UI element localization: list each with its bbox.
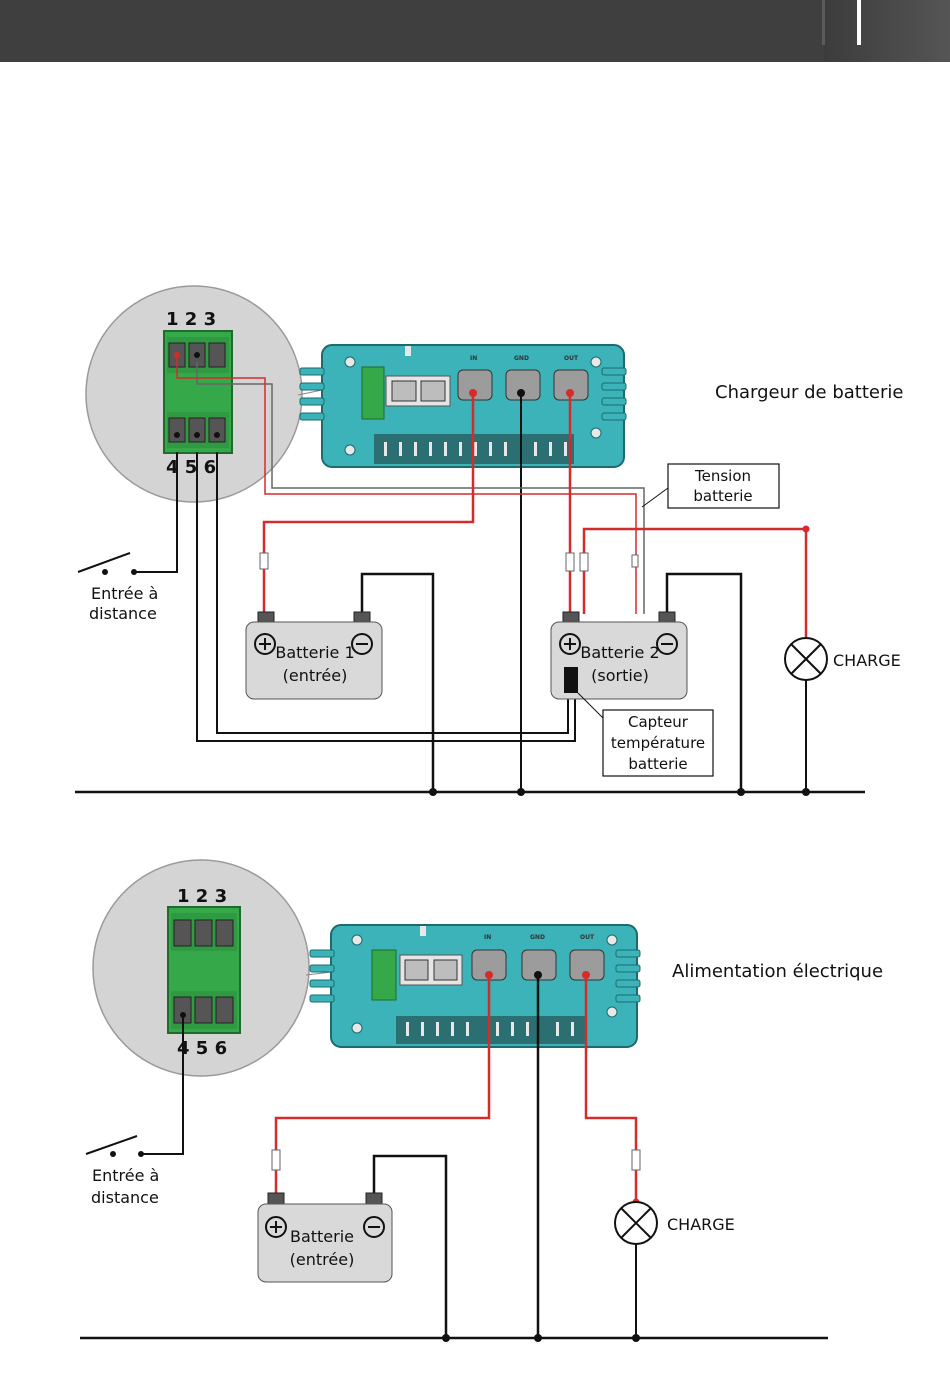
battery-1-label: Batterie 1 [275,643,354,662]
remote-label-2: distance [91,1188,159,1207]
sense-label-2: batterie [693,487,752,505]
diagram-power-supply: 1 2 3 4 5 6 [80,860,883,1342]
temp-label-3: batterie [628,755,687,773]
remote-switch [86,1136,137,1154]
terminal-gnd-label: GND [530,934,545,941]
battery-label: Batterie [290,1227,354,1246]
dc-dc-converter-device: IN GND OUT [310,925,640,1047]
diagram-battery-charger: 1 2 3 4 5 6 [75,286,903,796]
terminal-out-label: OUT [564,355,579,362]
sense-label-1: Tension [694,467,751,485]
pins-bottom-label: 4 5 6 [166,457,216,478]
pins-top-label: 1 2 3 [177,886,227,907]
remote-switch [78,553,130,572]
connector-block-zoom [168,907,240,1033]
load-lamp-icon [785,638,827,680]
battery-2-sub: (sortie) [591,666,649,685]
battery-2-label: Batterie 2 [580,643,659,662]
battery-sub: (entrée) [290,1250,355,1269]
diagram-title: Chargeur de batterie [715,382,903,403]
load-label: CHARGE [667,1215,735,1234]
remote-label-1: Entrée à [91,584,158,603]
remote-label-2: distance [89,604,157,623]
temp-label-2: température [611,734,705,752]
pins-top-label: 1 2 3 [166,309,216,330]
temp-label-1: Capteur [628,713,689,731]
connector-block-zoom [164,331,232,453]
battery-1-sub: (entrée) [283,666,348,685]
diagram-title: Alimentation électrique [672,961,883,982]
load-lamp-icon [615,1202,657,1244]
terminal-in-label: IN [484,934,491,941]
temp-sensor [564,667,578,693]
terminal-in-label: IN [470,355,477,362]
dc-dc-charger-device: IN GND OUT [300,345,626,467]
remote-label-1: Entrée à [92,1166,159,1185]
pins-bottom-label: 4 5 6 [177,1038,227,1059]
terminal-out-label: OUT [580,934,595,941]
terminal-gnd-label: GND [514,355,529,362]
load-label: CHARGE [833,651,901,670]
